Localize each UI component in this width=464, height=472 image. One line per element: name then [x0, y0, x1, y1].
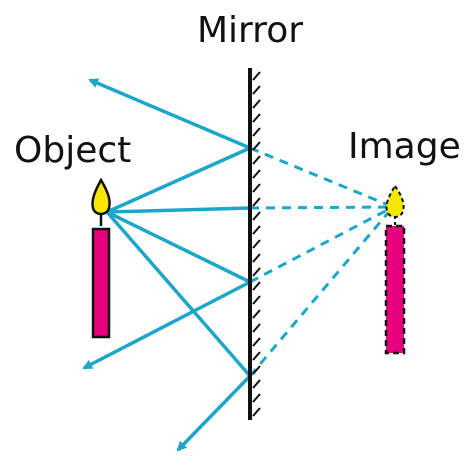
- incident-ray-2: [107, 208, 250, 212]
- virtual-ray-3: [250, 207, 393, 282]
- virtual-rays: [250, 148, 393, 376]
- image-label: Image: [348, 126, 461, 167]
- image-candle: [386, 186, 404, 353]
- object-label: Object: [14, 130, 131, 171]
- image-flame-icon: [386, 186, 403, 217]
- object-candle-body: [93, 229, 109, 337]
- object-flame-icon: [92, 180, 109, 214]
- image-candle-body: [386, 226, 404, 353]
- virtual-ray-4: [250, 207, 393, 376]
- mirror-label: Mirror: [197, 10, 303, 51]
- incident-ray-3: [107, 212, 250, 282]
- incident-rays: [107, 148, 250, 376]
- mirror-hatching: [253, 72, 260, 416]
- object-candle: [92, 180, 109, 337]
- mirror: [250, 68, 260, 420]
- virtual-ray-2: [250, 207, 393, 208]
- reflected-ray-4: [178, 376, 250, 450]
